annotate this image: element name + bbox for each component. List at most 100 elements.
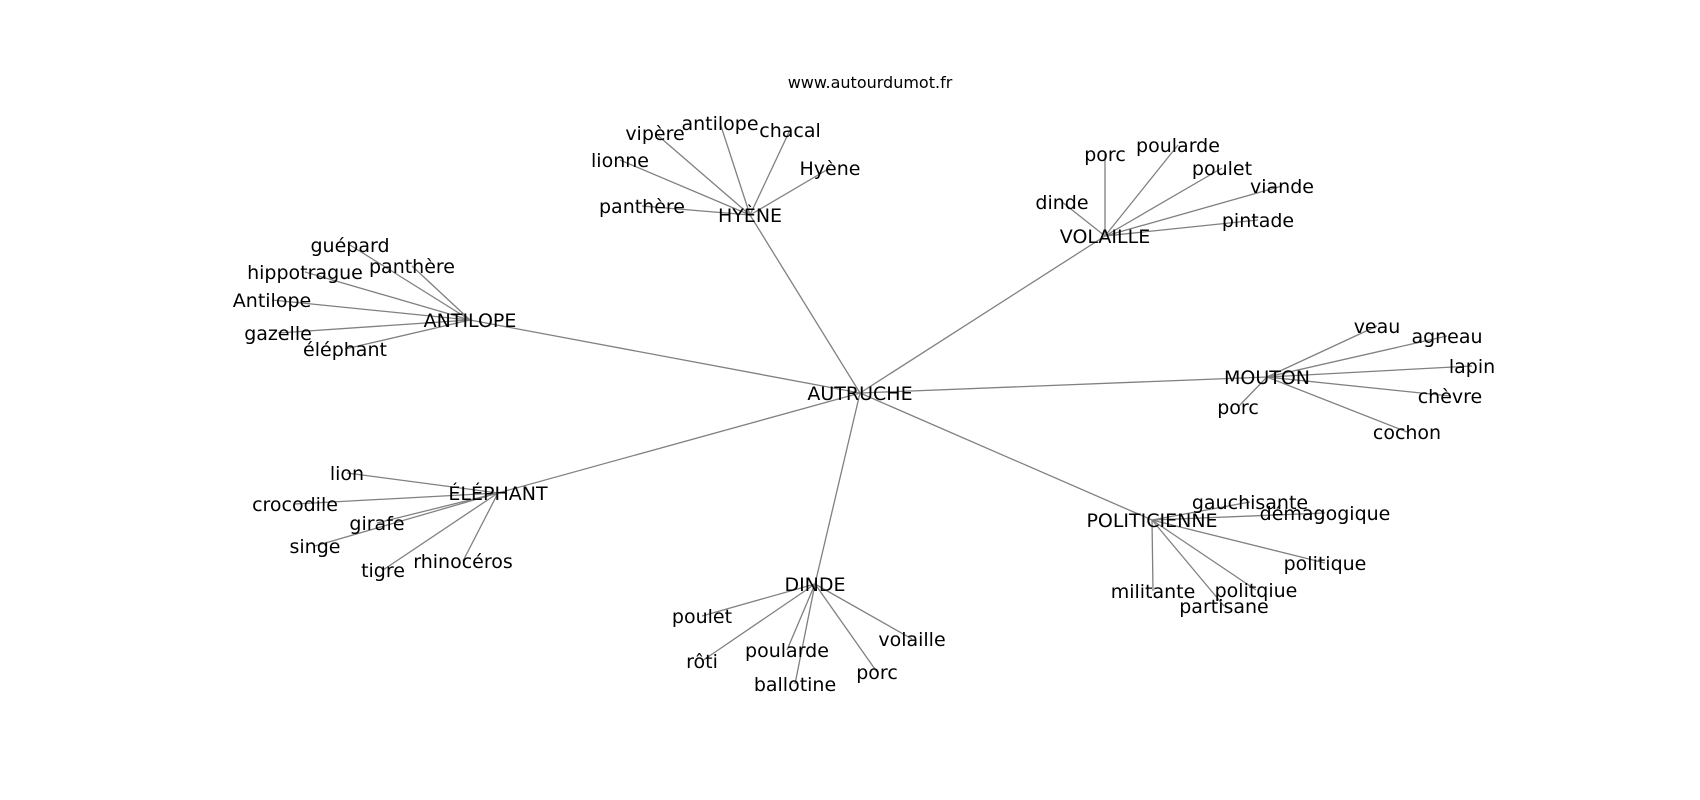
edge-1-2 [1104,167,1223,237]
edge-root-0 [749,214,861,394]
edge-5-1 [1151,512,1326,521]
edge-6-0 [701,583,816,617]
edge-root-6 [814,392,861,585]
edge-0-5 [641,205,751,216]
edge-6-3 [794,583,816,685]
cluster-node[interactable]: HYÈNE [718,204,782,227]
leaf-node[interactable]: démagogique [1260,503,1391,525]
leaf-node[interactable]: éléphant [303,339,387,361]
edge-0-2 [719,122,751,216]
leaf-node[interactable]: politique [1284,553,1367,575]
site-url: www.autourdumot.fr [788,73,953,92]
edge-6-5 [814,583,913,640]
leaf-node[interactable]: porc [1217,397,1259,419]
leaf-node[interactable]: porc [856,662,898,684]
leaf-node[interactable]: cochon [1373,422,1441,444]
edge-4-5 [462,492,499,562]
edge-2-3 [271,299,471,321]
edge-2-4 [277,319,471,334]
leaf-node[interactable]: poulet [1192,158,1252,180]
leaf-node[interactable]: poulet [672,606,732,628]
edge-3-0 [1266,325,1378,378]
edge-0-4 [749,167,831,216]
leaf-node[interactable]: agneau [1411,326,1482,348]
leaf-node[interactable]: guépard [310,235,389,257]
cluster-node[interactable]: ANTILOPE [424,310,517,332]
leaf-node[interactable]: viande [1250,176,1314,198]
leaf-node[interactable]: politqiue [1215,580,1298,602]
leaf-node[interactable]: militante [1111,581,1196,603]
leaf-node[interactable]: volaille [878,629,945,651]
edge-4-4 [382,492,499,571]
leaf-node[interactable]: vipère [625,123,684,145]
edge-root-3 [859,376,1268,394]
leaf-node[interactable]: chèvre [1418,386,1483,408]
edge-root-1 [859,235,1106,394]
leaf-node[interactable]: rhinocéros [413,551,513,573]
edge-3-5 [1266,376,1408,433]
edges [271,122,1473,685]
leaf-node[interactable]: pintade [1222,210,1294,232]
leaf-node[interactable]: lapin [1449,356,1495,378]
edge-0-0 [619,159,751,216]
leaf-node[interactable]: poularde [1136,135,1220,157]
edge-1-3 [1104,185,1283,237]
edge-2-0 [349,244,471,321]
edge-5-4 [1151,519,1154,592]
leaf-node[interactable]: gazelle [244,323,312,345]
cluster-node[interactable]: DINDE [784,574,845,596]
leaf-node[interactable]: ballotine [754,674,836,696]
cluster-node[interactable]: VOLAILLE [1060,226,1150,248]
cluster-node[interactable]: MOUTON [1224,367,1310,389]
edge-6-2 [786,583,816,651]
edge-2-1 [304,271,471,321]
edge-5-3 [1151,519,1257,591]
leaf-node[interactable]: chacal [759,120,821,142]
leaf-node[interactable]: partisane [1179,596,1269,618]
leaf-node[interactable]: Antilope [233,290,311,312]
edge-6-4 [814,583,878,673]
edge-3-1 [1266,335,1448,378]
edge-4-1 [294,492,499,505]
leaf-node[interactable]: rôti [686,651,718,673]
edge-2-2 [411,265,471,321]
edge-4-3 [314,492,499,547]
edge-4-2 [376,492,499,524]
leaf-node[interactable]: panthère [599,196,685,218]
leaf-node[interactable]: panthère [369,256,455,278]
leaf-node[interactable]: lion [330,463,364,485]
leaf-node[interactable]: porc [1084,144,1126,166]
edge-3-2 [1266,365,1473,378]
edge-root-4 [497,392,861,494]
edge-3-3 [1266,376,1451,397]
edge-root-2 [469,319,861,394]
edge-1-5 [1104,219,1259,237]
leaf-node[interactable]: gauchisante [1192,492,1308,514]
leaf-node[interactable]: poularde [745,640,829,662]
edge-0-1 [654,132,751,216]
edge-3-4 [1237,376,1268,408]
leaf-node[interactable]: hippotrague [247,262,363,284]
edge-1-4 [1061,201,1106,237]
leaf-node[interactable]: singe [290,536,341,558]
leaf-node[interactable]: tigre [361,560,405,582]
leaf-node[interactable]: dinde [1035,192,1088,214]
leaf-node[interactable]: crocodile [252,494,338,516]
root-node[interactable]: AUTRUCHE [807,383,912,405]
edge-2-5 [344,319,471,350]
leaf-node[interactable]: Hyène [800,158,861,180]
leaf-node[interactable]: antilope [681,113,758,135]
edge-5-0 [1151,501,1251,521]
leaf-node[interactable]: girafe [349,513,404,535]
leaf-node[interactable]: lionne [591,150,649,172]
cluster-node[interactable]: ÉLÉPHANT [448,482,548,505]
cluster-node[interactable]: POLITICIENNE [1086,510,1217,532]
edge-5-5 [1151,519,1225,607]
leaf-node[interactable]: veau [1354,316,1401,338]
edge-1-1 [1104,144,1179,237]
edge-4-0 [346,472,499,494]
edge-0-3 [749,129,791,216]
edge-root-5 [859,392,1153,521]
